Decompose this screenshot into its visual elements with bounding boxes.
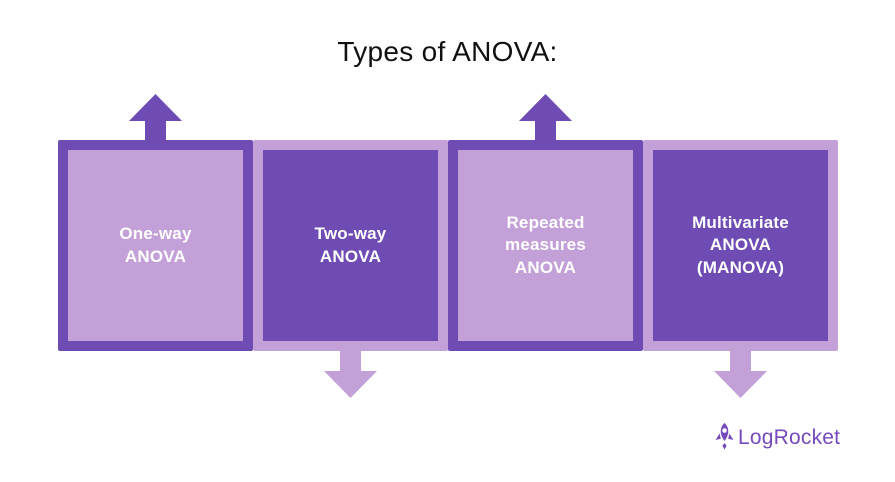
logrocket-logo: LogRocket bbox=[714, 423, 840, 452]
box-label: One-way ANOVA bbox=[119, 224, 192, 266]
brand-name: LogRocket bbox=[738, 425, 841, 449]
rocket-icon bbox=[715, 423, 734, 450]
up-arrow-icon bbox=[519, 94, 572, 142]
up-arrow-icon bbox=[129, 94, 182, 142]
page-title: Types of ANOVA: bbox=[337, 36, 558, 67]
box-label: Multivariate ANOVA (MANOVA) bbox=[692, 213, 789, 277]
down-arrow-icon bbox=[714, 350, 767, 398]
box-label: Repeated measures ANOVA bbox=[505, 213, 586, 277]
box-repeated-measures-anova: Repeated measures ANOVA bbox=[448, 140, 643, 351]
box-multivariate-anova: Multivariate ANOVA (MANOVA) bbox=[643, 140, 838, 351]
box-two-way-anova: Two-way ANOVA bbox=[253, 140, 448, 351]
down-arrow-icon bbox=[324, 350, 377, 398]
box-label: Two-way ANOVA bbox=[314, 224, 387, 266]
box-one-way-anova: One-way ANOVA bbox=[58, 140, 253, 351]
